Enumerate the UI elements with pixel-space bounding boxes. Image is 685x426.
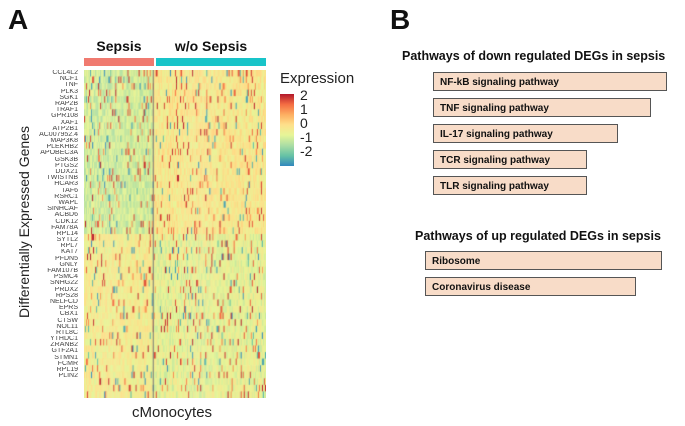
panel-b-letter: B [390, 4, 411, 35]
gene-label: RPL19 [56, 367, 78, 373]
gene-label: HCAR3 [54, 181, 78, 188]
gene-label: PLEKHB2 [46, 144, 78, 151]
gene-label: AC007952.4 [39, 131, 78, 138]
legend-tick-label: -2 [300, 143, 313, 159]
gene-label: CCL4L2 [52, 70, 78, 76]
gene-label: FCMR [57, 360, 78, 367]
group-bar-wo-sepsis [156, 58, 266, 66]
group-label-sepsis: Sepsis [96, 38, 142, 54]
gene-label: SYTL2 [56, 237, 78, 244]
gene-label: YTHDC1 [49, 336, 78, 343]
gene-label: CDK12 [55, 218, 78, 225]
legend-tick-label: -1 [300, 129, 313, 145]
gene-label: PSMC4 [53, 274, 78, 281]
gene-label: ATP2B1 [52, 125, 78, 132]
gene-label: RPL7 [60, 243, 78, 250]
gene-label: EPRS [58, 305, 78, 312]
gene-label: PTGS2 [55, 162, 78, 169]
gene-label: CTSW [57, 317, 78, 324]
pathway-bar: IL-17 signaling pathway [433, 124, 618, 143]
gene-label: RAP2B [55, 100, 78, 107]
expression-heatmap [84, 70, 266, 398]
gene-label: NOL11 [56, 323, 78, 330]
gene-label: FAM107B [47, 268, 78, 274]
gene-label: PFDN5 [55, 255, 78, 262]
gene-label: RSRC1 [54, 193, 78, 200]
gene-label: FAM78A [51, 224, 78, 231]
gene-label: RTL8C [55, 329, 78, 336]
legend-tick-label: 2 [300, 87, 308, 103]
legend-title: Expression [280, 70, 355, 87]
gene-label: GPR108 [51, 113, 78, 120]
gene-label: CBX1 [59, 311, 78, 318]
legend-tick-label: 1 [300, 101, 308, 117]
gene-label: STMN1 [54, 354, 78, 361]
pathway-bar: Ribosome [425, 251, 662, 270]
pathway-bar: NF-kB signaling pathway [433, 72, 667, 91]
gene-label: GTF2A1 [51, 348, 78, 355]
gene-label: ZRANB2 [50, 342, 78, 349]
gene-label: SINHCAF [47, 206, 78, 213]
group-bar-sepsis [84, 58, 154, 66]
down-pathways-title: Pathways of down regulated DEGs in sepsi… [402, 49, 666, 63]
panel-a-letter: A [8, 4, 29, 35]
gene-label: GNLY [59, 261, 78, 268]
gene-label: SGK1 [59, 94, 78, 101]
gene-label: GSK3B [54, 156, 78, 163]
gene-label: WAPL [58, 199, 78, 206]
gene-label: TWISTNB [46, 175, 79, 182]
gene-label: PLK3 [60, 88, 78, 95]
pathway-bar: TCR signaling pathway [433, 150, 587, 169]
gene-label: NCF1 [59, 76, 78, 83]
legend-tick-label: 0 [300, 115, 308, 131]
pathway-bar: TNF signaling pathway [433, 98, 651, 117]
gene-label: MAP3K8 [50, 138, 78, 145]
up-pathways-title: Pathways of up regulated DEGs in sepsis [415, 229, 661, 243]
pathway-bar: TLR signaling pathway [433, 176, 587, 195]
gene-label: PRDX2 [54, 286, 78, 293]
pathway-bar: Coronavirus disease [425, 277, 636, 296]
gene-label: RPS28 [55, 292, 78, 299]
gene-label: ACBD6 [54, 212, 78, 219]
gene-label: KAT7 [61, 249, 78, 256]
gene-label: TAF6 [61, 187, 78, 194]
gene-label: NELFCD [49, 298, 78, 305]
gene-label: RPL14 [56, 230, 78, 237]
legend-color-bar [280, 94, 294, 166]
x-axis-label: cMonocytes [132, 404, 213, 421]
gene-label: XAF1 [60, 119, 78, 126]
group-label-wo-sepsis: w/o Sepsis [174, 38, 248, 54]
gene-label: SNHG22 [49, 280, 78, 287]
gene-label: DDX21 [55, 169, 78, 175]
gene-label: PLIN2 [58, 373, 78, 380]
gene-label: APOBEC3A [40, 150, 78, 157]
gene-label: TRAF1 [55, 107, 78, 114]
gene-label: TNF [64, 82, 78, 89]
